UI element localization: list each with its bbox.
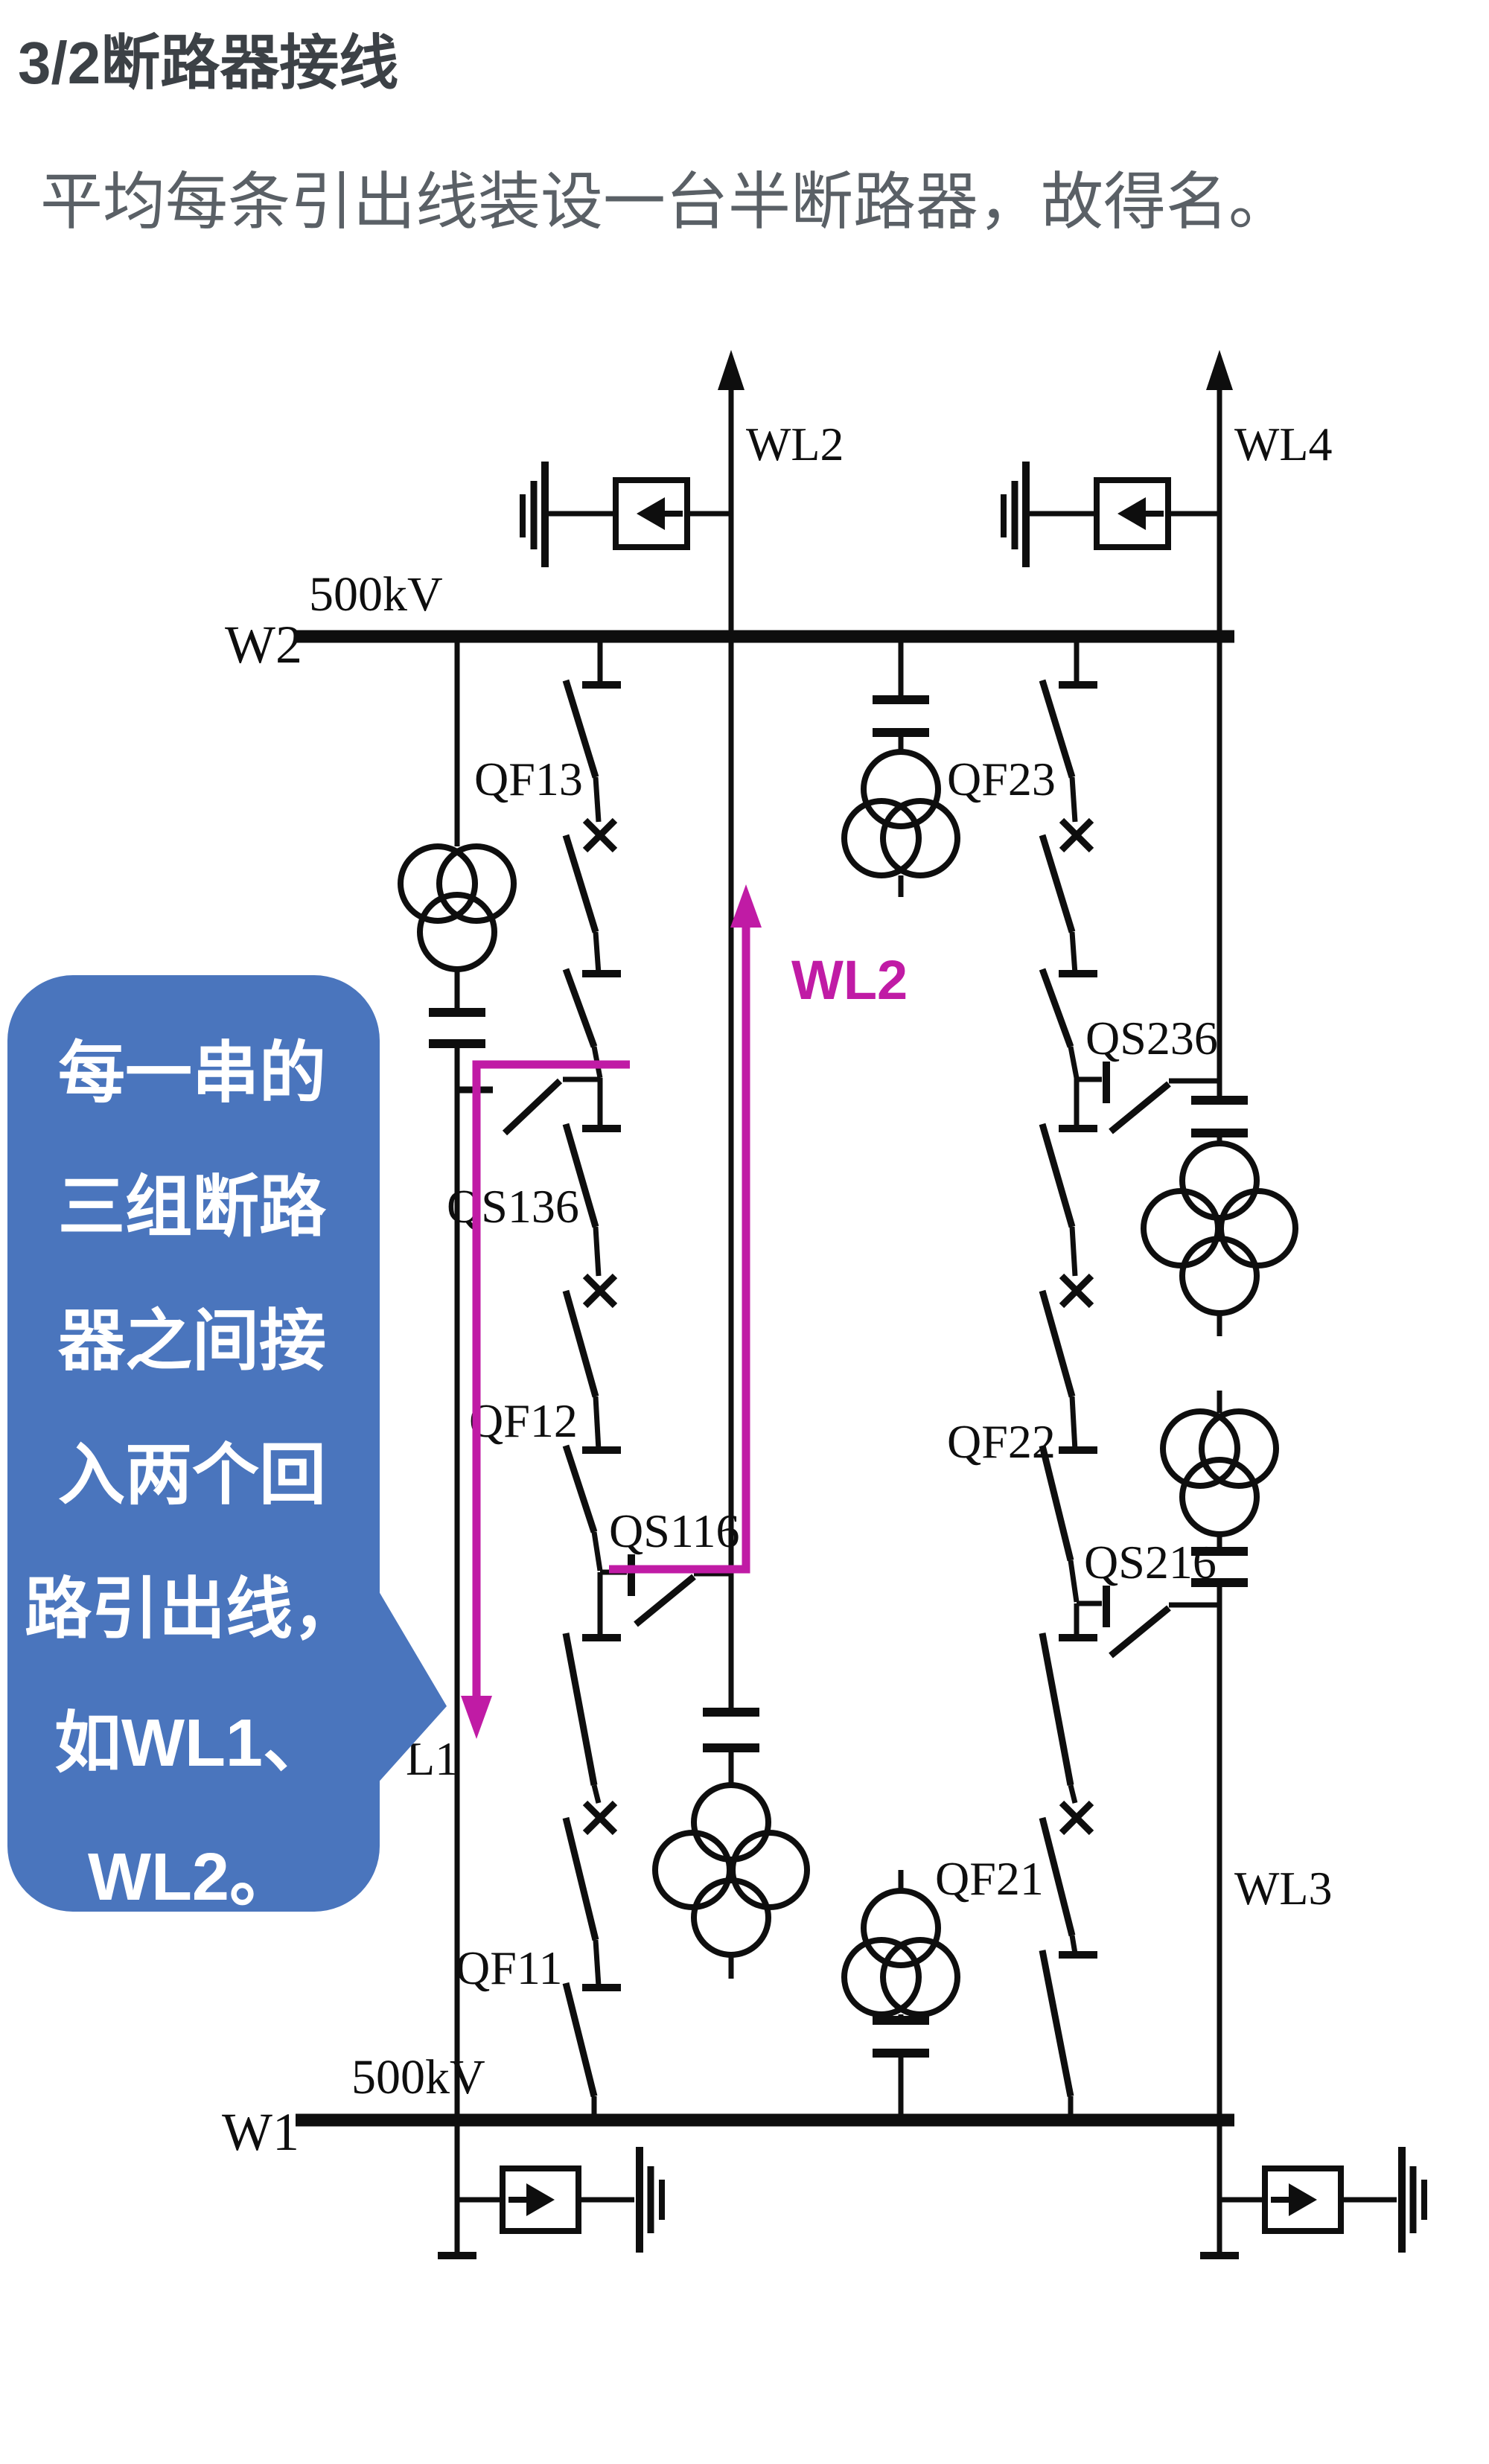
feeder-wl3: WL3 (1160, 1391, 1333, 2259)
disconnector-qs116: QS116 (600, 1504, 739, 1627)
current-transformer-icon (1160, 1408, 1279, 1537)
arrow-up-icon (730, 884, 762, 928)
disconnector-icon (1039, 679, 1097, 823)
disconnector-qs236-label: QS236 (1085, 1012, 1218, 1065)
breaker-x-icon (582, 1800, 618, 1836)
callout-text-line: 器之间接 (58, 1304, 326, 1379)
breaker-x-icon (582, 817, 618, 853)
bus-w2-vt (841, 636, 960, 897)
breaker-qf12-label: QF12 (469, 1394, 578, 1447)
ground-icon (636, 2147, 665, 2253)
breaker-qf21-label: QF21 (935, 1852, 1044, 1905)
arrow-down-icon (461, 1696, 492, 1739)
string-2: QF23 QS236 QF22 (935, 636, 1219, 2120)
disconnector-icon (562, 1632, 621, 1804)
disconnector-icon (1039, 968, 1097, 1079)
capacitor-icon (873, 695, 929, 737)
disconnector-qs216: QS216 (1077, 1536, 1219, 1659)
disconnector-icon (1039, 1123, 1097, 1277)
breaker-x-icon (1059, 1800, 1094, 1836)
ground-icon (1001, 462, 1030, 567)
disconnector-icon (562, 679, 621, 823)
feeder-wl4: WL4 (1141, 350, 1333, 1336)
bus-w2-label: W2 (225, 615, 302, 674)
disconnector-icon (562, 1982, 621, 2120)
breaker-qf12: QF12 (469, 1273, 618, 1451)
bus-w1-voltage: 500kV (351, 2050, 485, 2104)
feeder-wl2-label: WL2 (746, 418, 844, 470)
line-trap-wl2 (520, 462, 731, 567)
highlight-wl1-path (461, 1060, 630, 1739)
breaker-qf21: QF21 (935, 1800, 1094, 1954)
capacitor-icon (873, 2016, 929, 2058)
current-transformer-icon (652, 1782, 810, 1958)
bus-w1-label: W1 (222, 2102, 299, 2162)
callout-text-line: 三组断路 (58, 1170, 327, 1245)
highlight-wl2-label: WL2 (791, 949, 908, 1011)
breaker-qf23-label: QF23 (947, 753, 1056, 805)
page-title: 3/2断路器接线 (18, 30, 398, 96)
breaker-x-icon (1059, 1273, 1094, 1309)
arrow-left-icon (637, 497, 665, 530)
capacitor-icon (429, 1008, 485, 1048)
disconnector-qs216-label: QS216 (1084, 1536, 1217, 1589)
voltage-transformer-icon (841, 749, 960, 878)
arrow-up-icon (718, 350, 744, 390)
line-trap-wl1 (457, 2147, 665, 2253)
ground-icon (520, 462, 549, 567)
callout-tail (369, 1575, 447, 1793)
breaker-qf22-label: QF22 (947, 1415, 1056, 1468)
callout-text-line: 路引出线， (25, 1572, 360, 1647)
feeder-wl3-label: WL3 (1234, 1862, 1333, 1915)
arrow-right-icon (526, 2183, 555, 2216)
voltage-transformer-icon (841, 1888, 960, 2017)
breaker-qf11: QF11 (456, 1800, 618, 1994)
current-transformer-icon (398, 843, 517, 972)
disconnector-icon (1039, 1444, 1097, 1603)
feeder-wl4-label: WL4 (1234, 418, 1333, 470)
breaker-qf11-label: QF11 (456, 1941, 562, 1994)
current-transformer-icon (1141, 1140, 1298, 1316)
bus-w1-vt (841, 1870, 960, 2120)
capacitor-icon (703, 1708, 759, 1752)
disconnector-qs116-label: QS116 (609, 1504, 739, 1557)
highlight-wl2-path: WL2 (609, 884, 908, 1574)
callout-text-line: 如WL1、 (54, 1706, 330, 1781)
breaker-x-icon (1059, 817, 1094, 853)
callout-bubble: 每一串的 三组断路 器之间接 入两个回 路引出线， 如WL1、 WL2。 (7, 975, 447, 1915)
bus-w1: W1 500kV (222, 2050, 1234, 2162)
line-trap-wl3 (1219, 2147, 1427, 2253)
page-subtitle: 平均每条引出线装设一台半断路器，故得名。 (40, 167, 1291, 237)
feeder-wl2: WL2 (652, 350, 844, 1979)
bus-w2-voltage: 500kV (309, 567, 443, 622)
breaker-qf13-label: QF13 (474, 753, 583, 805)
breaker-qf23: QF23 (947, 753, 1094, 974)
breaker-x-icon (582, 1273, 618, 1309)
breaker-qf22: QF22 (947, 1273, 1094, 1468)
string-1: QF13 QS136 QF12 (447, 636, 739, 2120)
arrow-right-icon (1289, 2183, 1317, 2216)
disconnector-icon (562, 1123, 621, 1277)
arrow-up-icon (1206, 350, 1233, 390)
disconnector-icon (1039, 1632, 1097, 1804)
disconnector-icon (562, 1444, 621, 1571)
feeder-wl1: L1 (398, 636, 517, 2259)
callout-text-line: WL2。 (88, 1840, 296, 1915)
disconnector-qs136: QS136 (447, 1076, 600, 1233)
ground-icon (1398, 2147, 1427, 2253)
disconnector-qs136-label: QS136 (447, 1180, 579, 1233)
callout-text-line: 每一串的 (58, 1036, 326, 1111)
callout-text-line: 入两个回 (58, 1438, 326, 1513)
capacitor-icon (1191, 1096, 1248, 1137)
disconnector-qs236: QS236 (1077, 1012, 1219, 1134)
arrow-left-icon (1117, 497, 1146, 530)
breaker-qf13: QF13 (474, 753, 618, 974)
line-trap-wl4 (1001, 462, 1219, 567)
disconnector-icon (1039, 1950, 1097, 2120)
